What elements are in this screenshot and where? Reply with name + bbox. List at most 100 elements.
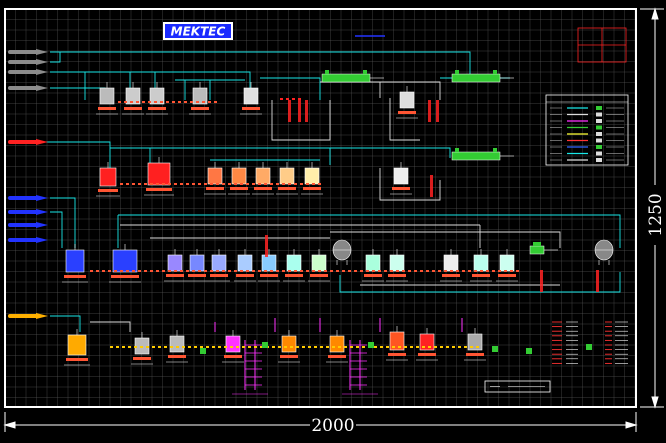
valve-icon — [210, 270, 213, 272]
valve-icon — [300, 270, 303, 272]
valve-icon — [374, 346, 377, 348]
pipe-line — [330, 231, 561, 248]
valve-icon — [354, 270, 357, 272]
valve-icon — [446, 346, 449, 348]
valve-icon — [260, 346, 263, 348]
valve-stack-icon — [288, 100, 291, 122]
pump-icon — [364, 274, 382, 277]
pump-icon — [98, 107, 116, 110]
pipe-line — [50, 52, 61, 63]
valve-icon — [204, 183, 207, 185]
tank-body — [365, 254, 381, 272]
valve-icon — [150, 270, 153, 272]
valve-icon — [516, 270, 519, 272]
tank-body — [243, 87, 259, 105]
pipe-line — [330, 147, 451, 158]
legend-symbol — [596, 151, 602, 156]
feed-arrow — [36, 59, 48, 65]
valve-icon — [288, 183, 291, 185]
legend-symbol — [596, 158, 602, 162]
exchanger-nozzle — [455, 148, 459, 152]
valve-icon — [246, 183, 249, 185]
pump-icon — [230, 187, 248, 190]
valve-icon — [204, 270, 207, 272]
valve-icon — [242, 346, 245, 348]
valve-icon — [176, 346, 179, 348]
equipment-layer — [62, 70, 614, 366]
valve-icon — [210, 183, 213, 185]
tank-body — [169, 335, 185, 353]
pump-icon — [98, 189, 118, 192]
valve-icon — [314, 346, 317, 348]
pump-icon — [392, 187, 410, 190]
tank-icon — [390, 162, 412, 195]
pump-icon — [472, 274, 490, 277]
pump-icon — [166, 274, 184, 277]
tank-icon — [122, 82, 144, 115]
valve-icon — [198, 183, 201, 185]
valve-icon — [108, 270, 111, 272]
pump-icon — [388, 274, 406, 277]
blue-feed-icon — [8, 222, 48, 228]
valve-icon — [122, 346, 125, 348]
valve-icon — [194, 346, 197, 348]
tank-body — [189, 254, 205, 272]
pump-icon — [111, 275, 139, 278]
tank-icon — [386, 326, 408, 361]
pipe-line — [260, 77, 321, 100]
valve-icon — [144, 183, 147, 185]
valve-icon — [196, 101, 199, 103]
legend-symbol — [596, 132, 602, 136]
width-dimension — [3, 412, 638, 432]
valve-icon — [294, 183, 297, 185]
pipe-line — [50, 211, 63, 248]
width-dimension-label: 2000 — [311, 416, 354, 436]
tank-icon — [240, 82, 262, 115]
tank-body — [65, 249, 85, 273]
valve-icon — [282, 270, 285, 272]
valve-icon — [132, 270, 135, 272]
valve-stack-icon — [428, 100, 431, 122]
blue-feed-icon — [8, 237, 48, 243]
valve-icon — [476, 346, 479, 348]
valve-icon — [168, 183, 171, 185]
feed-arrow — [36, 139, 48, 145]
pump-icon — [285, 274, 303, 277]
tank-body — [393, 167, 409, 185]
valve-stack-icon — [596, 270, 599, 292]
valve-icon — [280, 98, 283, 100]
valve-icon — [416, 346, 419, 348]
pump-icon — [388, 353, 406, 356]
valve-stack-icon — [430, 175, 433, 197]
valve-icon — [296, 346, 299, 348]
pump-icon — [236, 274, 254, 277]
valve-icon — [162, 270, 165, 272]
height-dimension — [640, 7, 664, 409]
valve-icon — [218, 346, 221, 348]
pump-icon — [64, 275, 86, 278]
valve-icon — [186, 270, 189, 272]
valve-icon — [332, 346, 335, 348]
valve-icon — [492, 270, 495, 272]
valve-icon — [380, 346, 383, 348]
valve-icon — [378, 270, 381, 272]
tank-body — [237, 254, 253, 272]
valve-stack-icon — [436, 100, 439, 122]
mektec-logo: MEKTEC — [163, 22, 233, 40]
feed-arrow — [36, 222, 48, 228]
valve-icon — [154, 101, 157, 103]
pump-icon — [188, 274, 206, 277]
valve-icon — [276, 270, 279, 272]
pump-icon — [66, 358, 88, 361]
valve-icon — [258, 270, 261, 272]
pump-icon — [254, 187, 272, 190]
valve-icon — [342, 270, 345, 272]
valve-icon — [126, 183, 129, 185]
tank-body — [304, 167, 320, 185]
tank-icon — [283, 249, 305, 282]
valve-icon — [318, 183, 321, 185]
pipe-line — [50, 51, 471, 78]
gray-feed-icon — [8, 85, 48, 91]
pump-icon — [418, 353, 436, 356]
exchanger-nozzle — [533, 242, 537, 246]
